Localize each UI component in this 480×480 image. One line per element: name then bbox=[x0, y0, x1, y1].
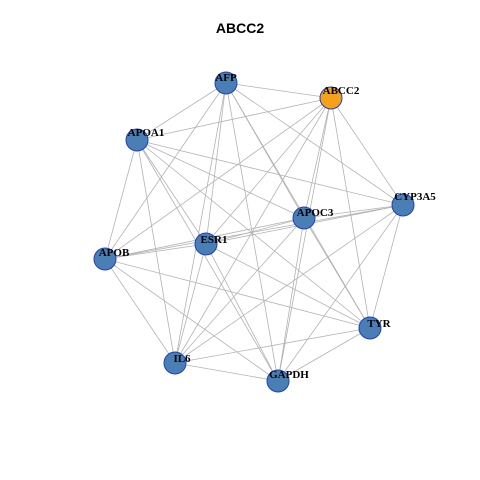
edge-cyp3a5-il6 bbox=[174, 204, 404, 364]
node-cyp3a5 bbox=[391, 193, 415, 217]
edge-afp-esr1 bbox=[205, 82, 227, 245]
edge-esr1-il6 bbox=[174, 243, 207, 364]
edge-apob-il6 bbox=[104, 258, 176, 364]
edge-apoa1-apob bbox=[104, 139, 138, 260]
node-label-gapdh: GAPDH bbox=[269, 369, 309, 381]
nodes-layer bbox=[93, 71, 415, 393]
node-apoc3 bbox=[292, 206, 316, 230]
edge-il6-gapdh bbox=[174, 362, 279, 382]
edge-abcc2-gapdh bbox=[277, 97, 332, 382]
edge-apob-gapdh bbox=[104, 258, 279, 382]
node-apob bbox=[93, 247, 117, 271]
edge-cyp3a5-apob bbox=[104, 204, 404, 260]
node-apoa1 bbox=[125, 128, 149, 152]
edge-apoc3-gapdh bbox=[277, 217, 305, 382]
edge-apob-tyr bbox=[104, 258, 371, 329]
edge-esr1-tyr bbox=[205, 243, 371, 329]
node-il6 bbox=[163, 351, 187, 375]
edge-afp-abcc2 bbox=[225, 82, 332, 99]
edge-cyp3a5-gapdh bbox=[277, 204, 404, 382]
edge-abcc2-apoc3 bbox=[303, 97, 332, 219]
node-label-afp: AFP bbox=[215, 72, 237, 84]
edge-apoc3-esr1 bbox=[205, 217, 305, 245]
node-label-tyr: TYR bbox=[367, 318, 391, 330]
node-label-cyp3a5: CYP3A5 bbox=[394, 191, 436, 203]
graph-title: ABCC2 bbox=[215, 20, 265, 36]
edge-apoc3-il6 bbox=[174, 217, 305, 364]
edge-abcc2-cyp3a5 bbox=[330, 97, 404, 206]
edge-apoa1-cyp3a5 bbox=[136, 139, 404, 206]
edge-abcc2-il6 bbox=[174, 97, 332, 364]
edge-tyr-il6 bbox=[174, 327, 371, 364]
edge-cyp3a5-apoc3 bbox=[303, 204, 404, 219]
edge-apoc3-tyr bbox=[303, 217, 371, 329]
edge-afp-apoa1 bbox=[136, 82, 227, 141]
node-gapdh bbox=[266, 369, 290, 393]
edge-abcc2-apob bbox=[104, 97, 332, 260]
edge-esr1-gapdh bbox=[205, 243, 279, 382]
edge-apoa1-gapdh bbox=[136, 139, 279, 382]
node-label-il6: IL6 bbox=[173, 353, 191, 365]
edge-cyp3a5-tyr bbox=[369, 204, 404, 329]
node-tyr bbox=[358, 316, 382, 340]
edge-apoa1-esr1 bbox=[136, 139, 207, 245]
node-label-esr1: ESR1 bbox=[201, 234, 228, 246]
edge-afp-tyr bbox=[225, 82, 371, 329]
edge-abcc2-tyr bbox=[330, 97, 371, 329]
edge-apoa1-tyr bbox=[136, 139, 371, 329]
node-afp bbox=[214, 71, 238, 95]
edge-afp-il6 bbox=[174, 82, 227, 364]
edge-apoa1-apoc3 bbox=[136, 139, 305, 219]
edge-esr1-apob bbox=[104, 243, 207, 260]
edge-tyr-gapdh bbox=[277, 327, 371, 382]
node-label-apoc3: APOC3 bbox=[297, 207, 334, 219]
edge-abcc2-esr1 bbox=[205, 97, 332, 245]
edges-layer bbox=[104, 82, 404, 382]
edge-abcc2-apoa1 bbox=[136, 97, 332, 141]
node-label-abcc2: ABCC2 bbox=[323, 85, 360, 97]
node-label-apoa1: APOA1 bbox=[128, 127, 165, 139]
node-esr1 bbox=[194, 232, 218, 256]
node-label-apob: APOB bbox=[99, 247, 130, 259]
node-abcc2 bbox=[319, 86, 343, 110]
edge-afp-cyp3a5 bbox=[225, 82, 404, 206]
edge-afp-apob bbox=[104, 82, 227, 260]
